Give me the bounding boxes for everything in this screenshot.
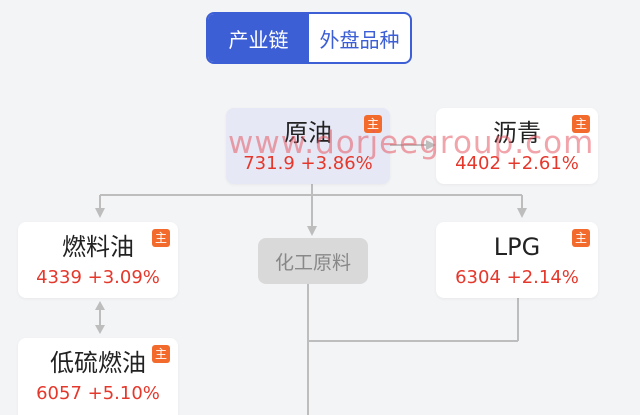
node-asphalt[interactable]: 沥青 4402 +2.61% 主 — [436, 108, 598, 184]
node-low-sulfur-fuel-oil[interactable]: 低硫燃油 6057 +5.10% 主 — [18, 338, 178, 415]
node-name: 沥青 — [493, 119, 541, 147]
tab-foreign-varieties[interactable]: 外盘品种 — [319, 27, 400, 52]
arrow-head-chemical — [307, 226, 317, 236]
watermark-text: www.dorjeegroup.com — [228, 125, 595, 161]
tab-industry-chain[interactable]: 产业链 — [208, 14, 309, 62]
main-contract-badge: 主 — [572, 115, 590, 133]
node-quote: 4339 +3.09% — [36, 267, 160, 288]
main-contract-badge: 主 — [152, 229, 170, 247]
node-crude-oil[interactable]: 原油 731.9 +3.86% 主 — [226, 108, 390, 184]
view-toggle: 产业链 外盘品种 — [206, 12, 412, 64]
node-name: 原油 — [284, 119, 332, 147]
main-contract-badge: 主 — [364, 115, 382, 133]
node-quote: 731.9 +3.86% — [243, 153, 373, 174]
node-lpg[interactable]: LPG 6304 +2.14% 主 — [436, 222, 598, 298]
arrow-head-fuel-oil — [95, 208, 105, 218]
node-fuel-oil[interactable]: 燃料油 4339 +3.09% 主 — [18, 222, 178, 298]
node-quote: 4402 +2.61% — [455, 153, 579, 174]
node-quote: 6057 +5.10% — [36, 383, 160, 404]
node-name: 低硫燃油 — [50, 349, 146, 377]
node-quote: 6304 +2.14% — [455, 267, 579, 288]
node-name: 燃料油 — [62, 233, 134, 261]
node-chemical-raw-materials[interactable]: 化工原料 — [258, 238, 368, 284]
main-contract-badge: 主 — [152, 345, 170, 363]
arrow-head-lpg — [517, 208, 527, 218]
node-name: LPG — [493, 233, 541, 261]
main-contract-badge: 主 — [572, 229, 590, 247]
arrow-head-asphalt — [426, 140, 436, 150]
